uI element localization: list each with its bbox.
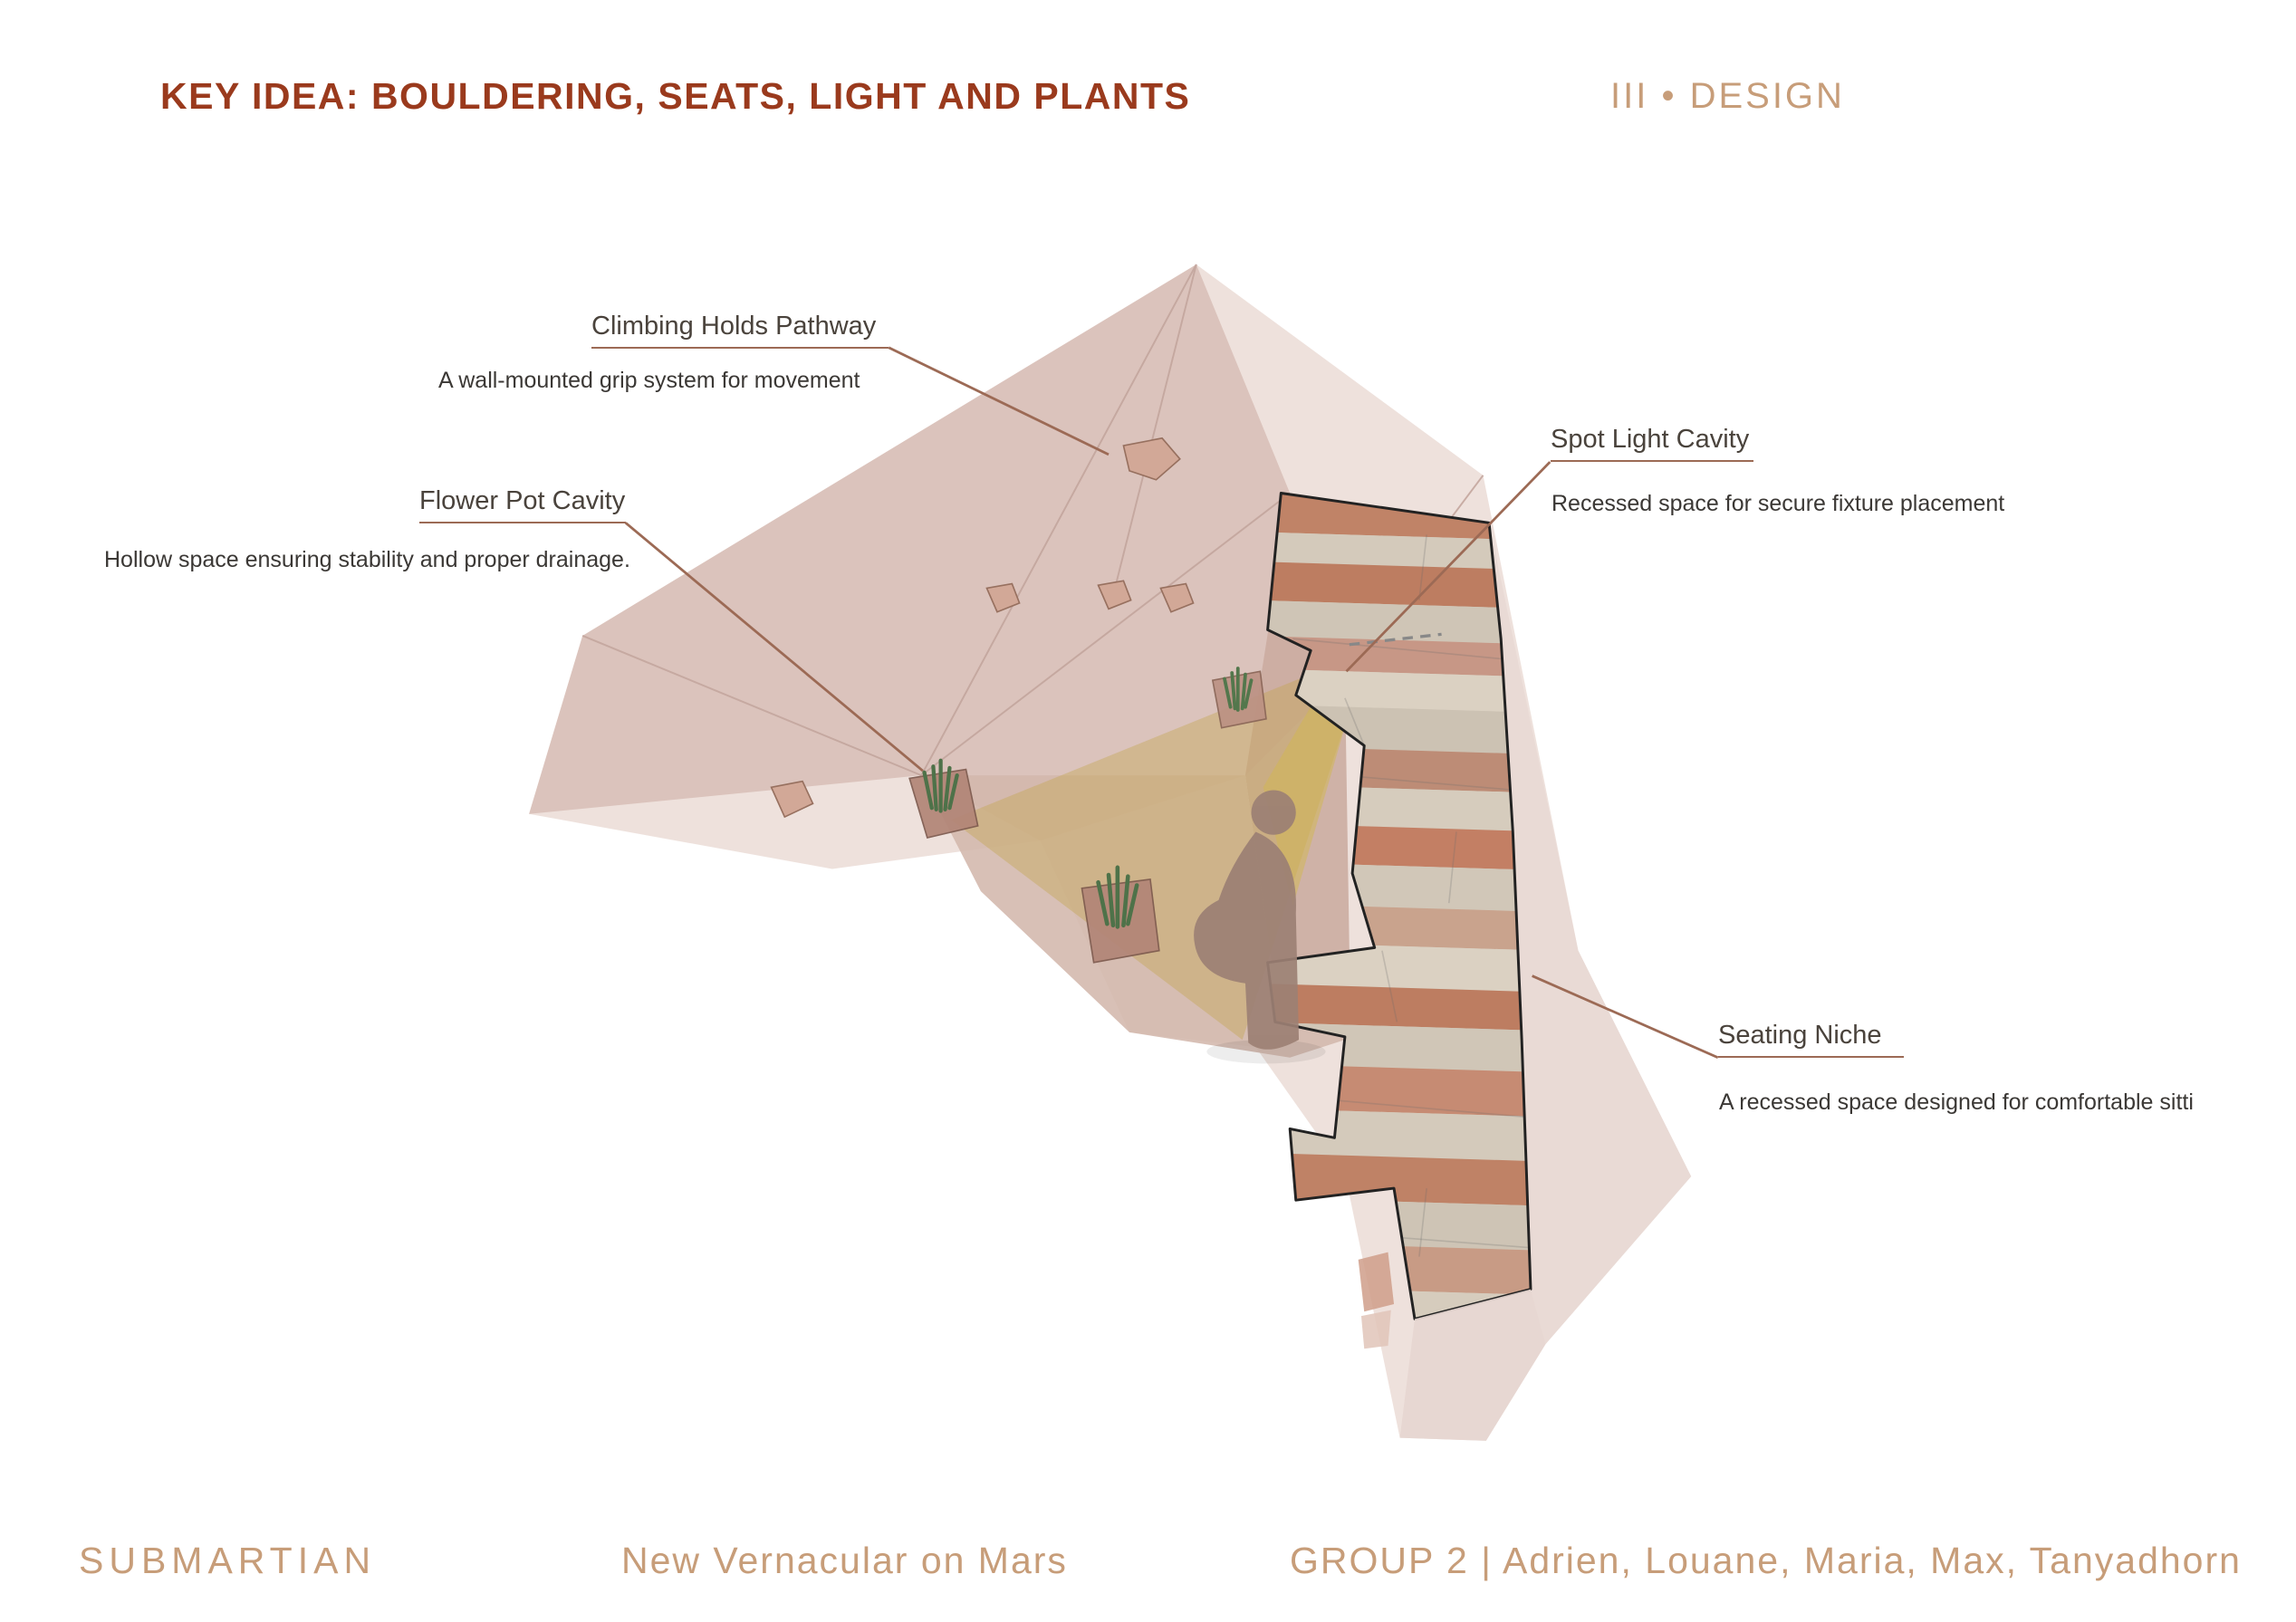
stratum-layer (1267, 561, 1531, 609)
human-figure (1194, 790, 1326, 1064)
section-label: III • DESIGN (1610, 76, 1845, 116)
footer-brand: SUBMARTIAN (79, 1540, 377, 1581)
stratum-layer (1267, 1152, 1531, 1206)
footer-team-credits: GROUP 2 | Adrien, Louane, Maria, Max, Ta… (1290, 1540, 2242, 1581)
stratum-layer (1267, 983, 1531, 1032)
plant-icon (1223, 667, 1254, 712)
annotation-caption-spot-light-cavity: Recessed space for secure fixture placem… (1551, 491, 2005, 516)
strata-band-outline (1266, 492, 1532, 1320)
annotation-label-seating-niche: Seating Niche (1718, 1021, 1904, 1058)
leader-spot (1345, 461, 1551, 673)
ceiling-plane (529, 264, 1345, 841)
stratum-layer (1267, 600, 1531, 645)
right-rock-slab (1489, 523, 1692, 1345)
ceiling-facet-lines (581, 264, 1484, 777)
light-cone-core (1263, 664, 1353, 907)
annotation-label-flower-pot-cavity: Flower Pot Cavity (419, 486, 626, 523)
rock-fragment (1358, 1252, 1395, 1312)
leader-lines (624, 346, 1719, 1060)
stratum-layer (1267, 668, 1531, 714)
annotation-caption-flower-pot-cavity: Hollow space ensuring stability and prop… (104, 547, 630, 572)
stratum-layer (1267, 1108, 1531, 1162)
annotation-label-climbing-holds-pathway: Climbing Holds Pathway (591, 312, 889, 349)
plant-icon (922, 758, 959, 813)
rock-fragment (1360, 1310, 1391, 1349)
leader-flower (624, 522, 924, 773)
annotation-caption-climbing-holds-pathway: A wall-mounted grip system for movement (438, 368, 860, 393)
plant-icon (1096, 865, 1139, 929)
leader-climbing (888, 346, 1110, 456)
flower-pot-cavity-floor (1081, 878, 1160, 964)
footer-project-title: New Vernacular on Mars (621, 1540, 1068, 1581)
annotation-caption-seating-niche: A recessed space designed for comfortabl… (1719, 1089, 2194, 1115)
page-title: KEY IDEA: BOULDERING, SEATS, LIGHT AND P… (160, 75, 1191, 117)
dashed-guide-line (1349, 632, 1442, 647)
climbing-hold-icon (770, 437, 1195, 819)
lower-rock-mass (1399, 1289, 1546, 1441)
annotation-label-spot-light-cavity: Spot Light Cavity (1551, 425, 1753, 462)
leader-seating (1532, 974, 1719, 1060)
stratum-layer (1267, 635, 1531, 677)
